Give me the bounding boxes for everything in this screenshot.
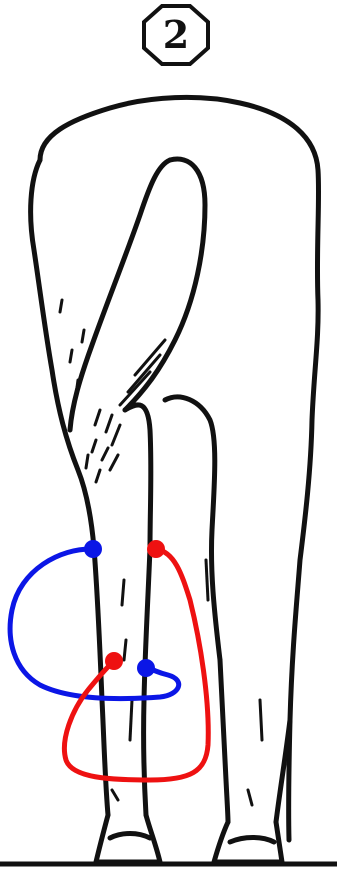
red-loop-path [64,549,208,780]
rump-outline [40,97,319,840]
red-dot-start [147,540,165,558]
red-dot-end [105,652,123,670]
blue-dot-end [137,659,155,677]
horse-hindquarters-icon [31,97,319,862]
right-hoof-band [230,838,274,843]
left-leg-inner [144,548,150,815]
left-buttock-outline [31,160,94,548]
inner-thigh-outline [125,405,151,548]
left-hoof-band [110,834,150,839]
blue-dot-start [84,540,102,558]
tail-outline [70,160,170,430]
right-leg-inner [220,660,228,822]
red-loop [64,540,208,780]
step-badge: 2 [144,6,208,64]
step-number: 2 [163,12,189,57]
